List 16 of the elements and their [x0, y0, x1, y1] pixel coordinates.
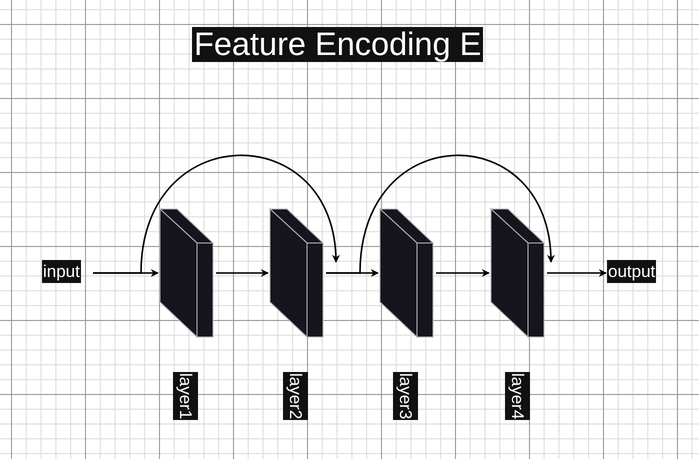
arrow — [93, 154, 340, 274]
title: Feature Encoding E — [192, 27, 484, 62]
layer-label: layer4 — [505, 372, 530, 420]
arrow — [216, 269, 269, 277]
layer-label: layer2 — [283, 372, 308, 420]
layer-slab — [159, 208, 214, 338]
arrow — [547, 269, 607, 277]
node-label: input — [42, 260, 81, 283]
layer-slab — [490, 208, 545, 338]
layer-slab — [269, 208, 324, 338]
layer-slab — [379, 208, 434, 338]
arrow — [436, 269, 490, 277]
node-label: output — [607, 260, 656, 283]
layer-label: layer3 — [393, 372, 418, 420]
arrow — [326, 154, 554, 274]
layer-label: layer1 — [173, 372, 198, 420]
